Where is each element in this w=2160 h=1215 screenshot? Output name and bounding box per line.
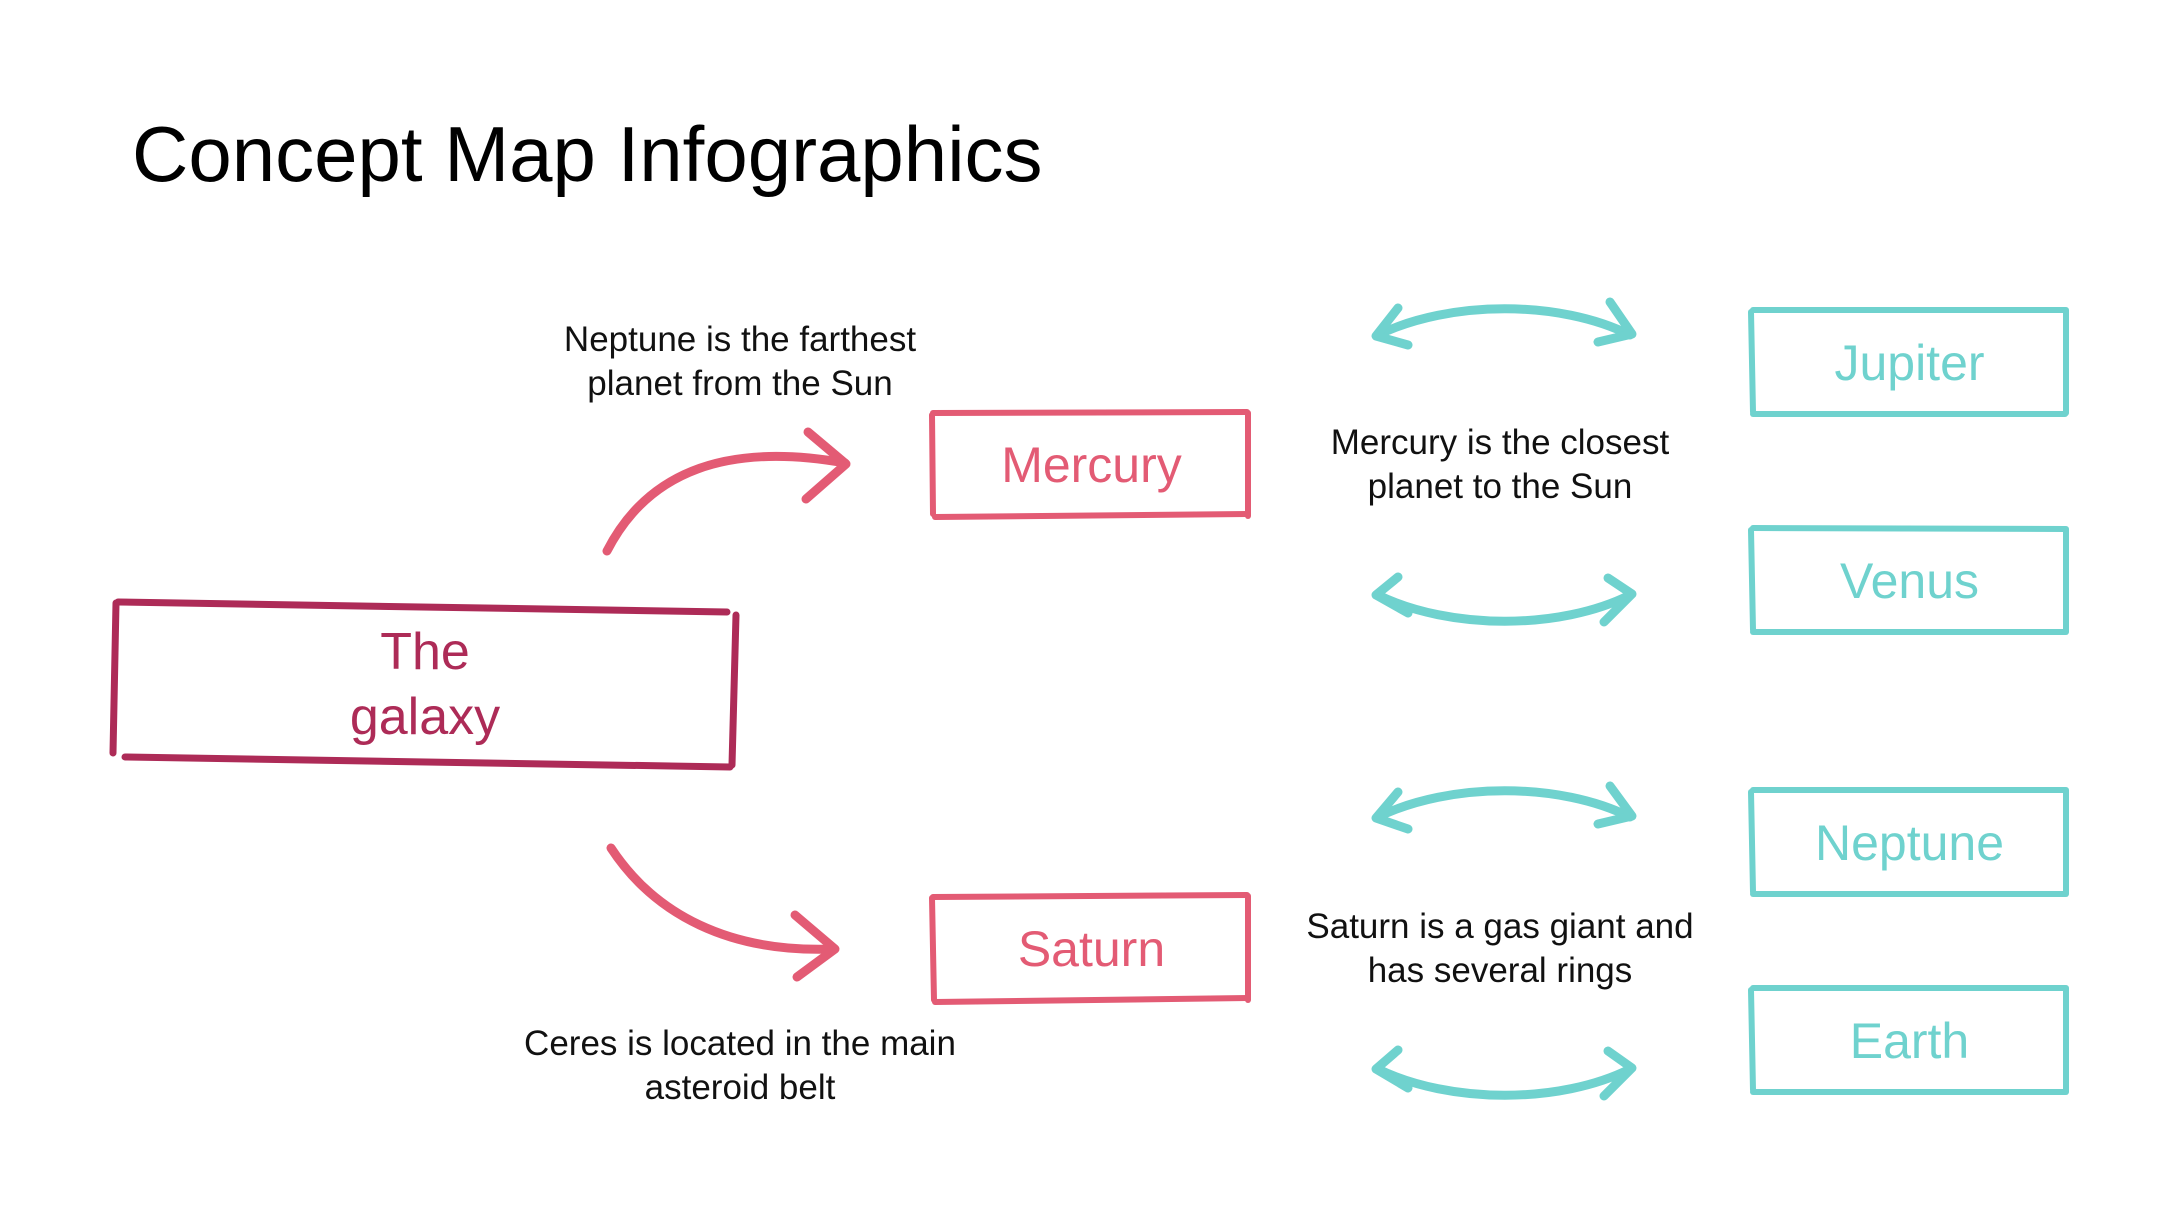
double-arrow-jupiter-icon bbox=[1371, 297, 1637, 350]
caption-bottom-line-1: Ceres is located in the main bbox=[524, 1024, 956, 1063]
arrow-to-mercury-icon bbox=[602, 427, 851, 556]
saturn-label: Saturn bbox=[1017, 921, 1166, 978]
caption-mercury: Mercury is the closest planet to the Sun bbox=[1250, 421, 1750, 509]
neptune-box bbox=[1748, 787, 2069, 897]
page-title: Concept Map Infographics bbox=[132, 110, 1043, 198]
root-node-box bbox=[109, 598, 740, 771]
caption-top: Neptune is the farthest planet from the … bbox=[480, 318, 1000, 406]
double-arrow-venus-icon bbox=[1371, 572, 1637, 627]
caption-bottom-line-2: asteroid belt bbox=[644, 1067, 836, 1107]
mercury-label: Mercury bbox=[1001, 436, 1182, 493]
caption-bottom: Ceres is located in the main asteroid be… bbox=[470, 1022, 1010, 1110]
caption-saturn: Saturn is a gas giant and has several ri… bbox=[1250, 905, 1750, 993]
root-node-line-1: The bbox=[380, 623, 470, 681]
caption-saturn-line-2: has several rings bbox=[1367, 950, 1633, 990]
venus-label: Venus bbox=[1839, 552, 1979, 609]
double-arrow-earth-icon bbox=[1371, 1045, 1637, 1101]
arrow-to-saturn-icon bbox=[606, 843, 840, 982]
neptune-label: Neptune bbox=[1814, 814, 2005, 871]
earth-label: Earth bbox=[1849, 1012, 1970, 1069]
saturn-box bbox=[929, 892, 1251, 1005]
caption-top-line-2: planet from the Sun bbox=[587, 363, 893, 403]
caption-top-line-1: Neptune is the farthest bbox=[563, 320, 917, 359]
root-node-line-2: galaxy bbox=[349, 688, 501, 746]
caption-mercury-line-1: Mercury is the closest bbox=[1330, 423, 1670, 462]
earth-box bbox=[1748, 985, 2069, 1095]
caption-saturn-line-1: Saturn is a gas giant and bbox=[1306, 907, 1694, 946]
caption-mercury-line-2: planet to the Sun bbox=[1367, 466, 1633, 506]
mercury-box bbox=[929, 409, 1251, 520]
venus-box bbox=[1748, 525, 2069, 635]
root-node-label: The galaxy bbox=[120, 610, 730, 760]
jupiter-label: Jupiter bbox=[1834, 334, 1985, 391]
double-arrow-neptune-icon bbox=[1371, 781, 1637, 834]
jupiter-box bbox=[1748, 307, 2069, 417]
